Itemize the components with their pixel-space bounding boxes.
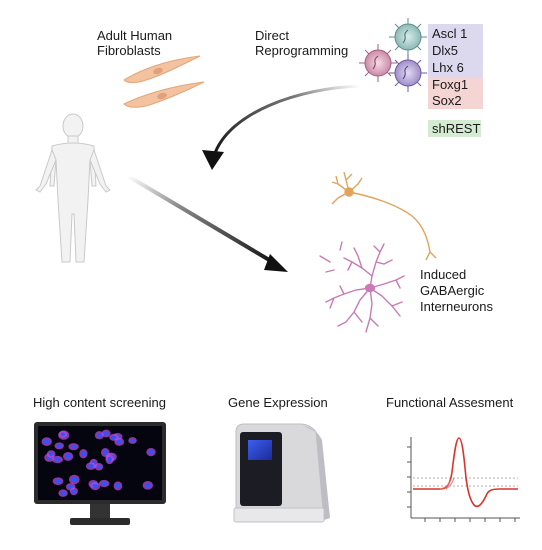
qpcr-machine-icon [233, 423, 330, 523]
cell-nucleus [65, 453, 71, 459]
reprogramming-arrow [202, 84, 361, 170]
cell-nucleus [97, 433, 102, 438]
factor-lhx6: Lhx 6 [432, 60, 464, 75]
qpcr-screen [248, 440, 272, 460]
cell-nucleus [92, 483, 98, 489]
pink-neuron-icon [319, 241, 405, 333]
cell-nucleus [103, 431, 109, 436]
factor-dlx5: Dlx5 [432, 43, 458, 58]
factor-sox2: Sox2 [432, 93, 462, 108]
cell-nucleus [56, 444, 62, 448]
cell-nucleus [96, 464, 102, 469]
cell-nucleus [107, 456, 112, 463]
action-potential-trace [407, 437, 520, 522]
neurons-label-line3: Interneurons [420, 299, 493, 314]
screening-label: High content screening [33, 395, 166, 410]
shrna-badge [428, 120, 481, 137]
reprogramming-label-line2: Reprogramming [255, 43, 348, 58]
factor-foxg1: Foxg1 [432, 77, 468, 92]
neurons-label-line1: Induced [420, 267, 466, 282]
cell-nucleus [88, 464, 94, 469]
neurons-label-line2: GABAergic [420, 283, 485, 298]
cell-nucleus [130, 438, 135, 443]
transcription-factor-list: Ascl 1 Dlx5 Lhx 6 Foxg1 Sox2 [428, 24, 483, 109]
virus-icon-purple [389, 54, 427, 92]
monitor-icon [34, 422, 166, 525]
cell-nucleus [54, 457, 61, 462]
cell-nucleus [103, 450, 108, 455]
human-body-icon [35, 113, 111, 263]
cell-nucleus [144, 483, 151, 488]
factor-ascl1: Ascl 1 [432, 26, 467, 41]
cell-nucleus [70, 444, 77, 449]
orange-neuron-icon [331, 171, 437, 261]
cell-nucleus [71, 476, 78, 483]
conversion-arrow [126, 174, 288, 272]
fibroblasts-label-line1: Adult Human [97, 28, 172, 43]
cell-nucleus [81, 451, 86, 457]
lentivirus-icons [359, 18, 427, 92]
cell-nucleus [148, 449, 154, 455]
functional-label: Functional Assesment [386, 395, 514, 410]
cell-nucleus [116, 439, 122, 444]
fibroblast-cells [123, 55, 205, 108]
cell-nucleus [71, 489, 76, 494]
reprogramming-label-line1: Direct [255, 28, 289, 43]
expression-label: Gene Expression [228, 395, 328, 410]
cell-nucleus [115, 483, 121, 489]
cell-nucleus [68, 484, 74, 489]
shrna-label: shREST [432, 121, 480, 136]
cell-nucleus [48, 452, 54, 457]
cell-nucleus [43, 439, 50, 444]
fibroblasts-label-line2: Fibroblasts [97, 43, 161, 58]
cell-nucleus [54, 479, 62, 484]
cell-nucleus [111, 435, 117, 440]
cell-nucleus [60, 491, 66, 496]
virus-icon-pink [359, 44, 397, 82]
cell-nucleus [60, 432, 65, 436]
virus-icon-teal [389, 18, 427, 56]
cell-nucleus [101, 481, 108, 486]
